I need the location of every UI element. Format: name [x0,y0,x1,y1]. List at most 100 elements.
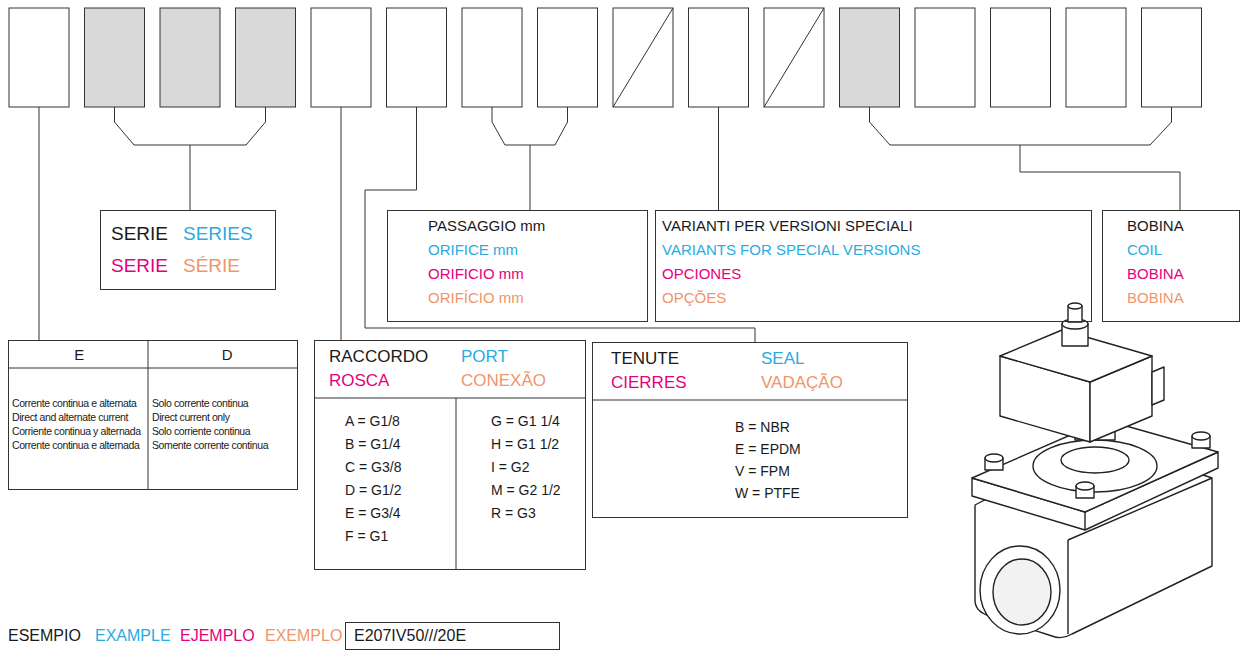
dome-ring [1061,447,1129,473]
code-box [387,8,447,107]
example-label: EJEMPLO [180,627,255,645]
bolt-head [985,454,1003,462]
table-cell: Solo corrente continua [152,397,248,409]
table-box: EDCorrente continua e alternataDirect an… [8,340,298,490]
bonnet-edge [1084,512,1085,530]
bonnet-dome [1033,440,1157,492]
legend-text: VADAÇÃO [761,373,843,393]
table-rule [148,340,149,490]
table-rule [456,398,457,570]
legend-text: RACCORDO [329,347,428,367]
legend-text: BOBINA [1127,217,1184,234]
legend-box: PASSAGGIO mm ORIFICE mm ORIFICIO mm ORIFÍCI… [387,210,648,322]
code-box [462,8,522,107]
code-box [236,8,296,107]
code-box [311,8,371,107]
legend-box: RACCORDO PORT ROSCA CONEXÃO A = G1/8 B = G1/4… [314,340,586,570]
code-box [613,8,673,107]
example-box: E207IV50///20E [345,622,560,650]
table-cell: Corriente continua y alternada [12,425,141,437]
legend-text: SERIES [183,223,253,245]
code-box [9,8,69,107]
legend-text: BOBINA [1127,289,1184,306]
valve-illustration [972,303,1218,638]
table-cell: Solo corriente continua [152,425,250,437]
bolt-head [1192,432,1210,440]
slash-mark [764,8,824,107]
legend-box: BOBINA COIL BOBINA BOBINA [1102,210,1240,322]
legend-box: SERIESERIESSERIESÉRIE [100,210,276,290]
table-cell: Somente corrente continua [152,439,268,451]
code-box [1066,8,1126,107]
legend-text: VARIANTS FOR SPECIAL VERSIONS [662,241,920,258]
leader-lines [39,107,1180,342]
legend-text: ROSCA [329,371,389,391]
legend-text: OPÇÕES [662,289,726,306]
bolt-head [1076,482,1094,490]
table-rules [8,340,908,570]
table-rule [314,398,586,399]
legend-text: BOBINA [1127,265,1184,282]
leader-line [341,107,342,340]
example-label: EXAMPLE [95,627,171,645]
legend-text: PASSAGGIO mm [428,217,545,234]
legend-text: CONEXÃO [461,371,546,391]
legend-text: R = G3 [491,505,536,521]
leader-line [718,107,719,210]
legend-text: CIERRES [611,373,687,393]
legend-text: V = FPM [735,463,790,479]
legend-text: COIL [1127,241,1162,258]
legend-text: E207IV50///20E [354,627,466,645]
bracket [870,107,1181,210]
bracket [492,107,568,210]
stem-tip-top [1068,303,1082,309]
legend-text: A = G1/8 [345,413,400,429]
legend-box: VARIANTI PER VERSIONI SPECIALI VARIANTS F… [655,210,1092,322]
legend-text: ORIFICIO mm [428,265,524,282]
table-rule [592,400,908,401]
legend-text: M = G2 1/2 [491,482,561,498]
legend-text: C = G3/8 [345,459,401,475]
example-label: EXEMPLO [265,627,342,645]
legend-text: B = NBR [735,419,790,435]
legend-text: PORT [461,347,508,367]
code-box [915,8,975,107]
valve-port-bore [993,559,1051,625]
code-box [160,8,220,107]
legend-text: I = G2 [491,459,530,475]
table-cell: Corrente continua e alternata [12,397,136,409]
table-cell: Corrente continua e alternada [12,439,139,451]
code-box [840,8,900,107]
bracket [115,107,266,210]
code-boxes [9,8,1202,107]
legend-text: D = G1/2 [345,482,401,498]
legend-text: SERIE [111,223,168,245]
legend-text: E = EPDM [735,441,801,457]
legend-text: G = G1 1/4 [491,413,560,429]
code-box [689,8,749,107]
table-rule [8,368,298,369]
code-box [1142,8,1202,107]
column-header: D [222,346,232,363]
valve-port [980,546,1060,634]
legend-text: E = G3/4 [345,505,401,521]
coil-connector [1152,367,1164,405]
example-label: ESEMPIO [8,627,81,645]
code-box [85,8,145,107]
code-box [991,8,1051,107]
leader-line [39,107,40,340]
legend-text: W = PTFE [735,485,800,501]
legend-box: TENUTESEALCIERRESVADAÇÃOB = NBRE = EPDMV… [592,342,908,518]
legend-text: ORIFÍCIO mm [428,289,524,306]
legend-text: B = G1/4 [345,436,401,452]
code-box [538,8,598,107]
legend-text: H = G1 1/2 [491,436,559,452]
legend-text: TENUTE [611,349,679,369]
legend-text: ORIFICE mm [428,241,518,258]
legend-text: OPCIONES [662,265,741,282]
legend-text: SÉRIE [183,255,240,277]
table-cell: Direct and alternate current [12,411,128,423]
legend-text: VARIANTI PER VERSIONI SPECIALI [662,217,913,234]
